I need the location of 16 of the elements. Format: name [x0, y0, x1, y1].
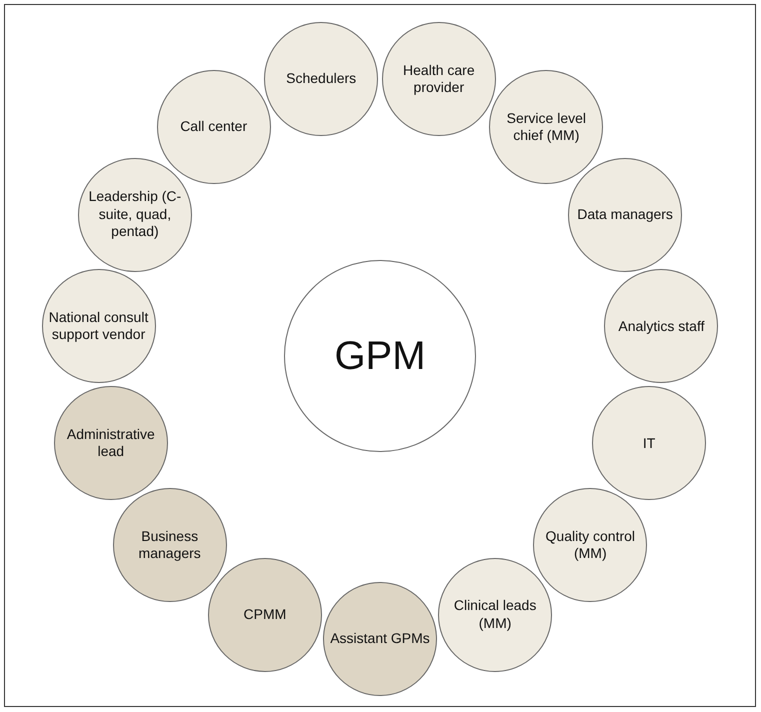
- node-label: GPM: [333, 333, 427, 380]
- node-label: Clinical leads (MM): [452, 597, 538, 632]
- node-label: Call center: [179, 118, 248, 136]
- node-label: Business managers: [138, 528, 202, 563]
- node-label: Assistant GPMs: [329, 630, 431, 648]
- node-label: IT: [642, 434, 656, 452]
- node-label: Analytics staff: [617, 318, 706, 336]
- node-label: CPMM: [242, 606, 288, 624]
- node-label: National consult support vendor: [48, 308, 150, 344]
- node-label: Data managers: [576, 206, 674, 224]
- node-label: Health care provider: [402, 62, 476, 97]
- node-label: Administrative lead: [66, 426, 156, 461]
- node-label: Quality control (MM): [544, 528, 636, 563]
- node-label: Leadership (C-suite, quad, pentad): [88, 188, 182, 241]
- node-label: Schedulers: [285, 70, 358, 88]
- node-label: Service level chief (MM): [506, 110, 588, 145]
